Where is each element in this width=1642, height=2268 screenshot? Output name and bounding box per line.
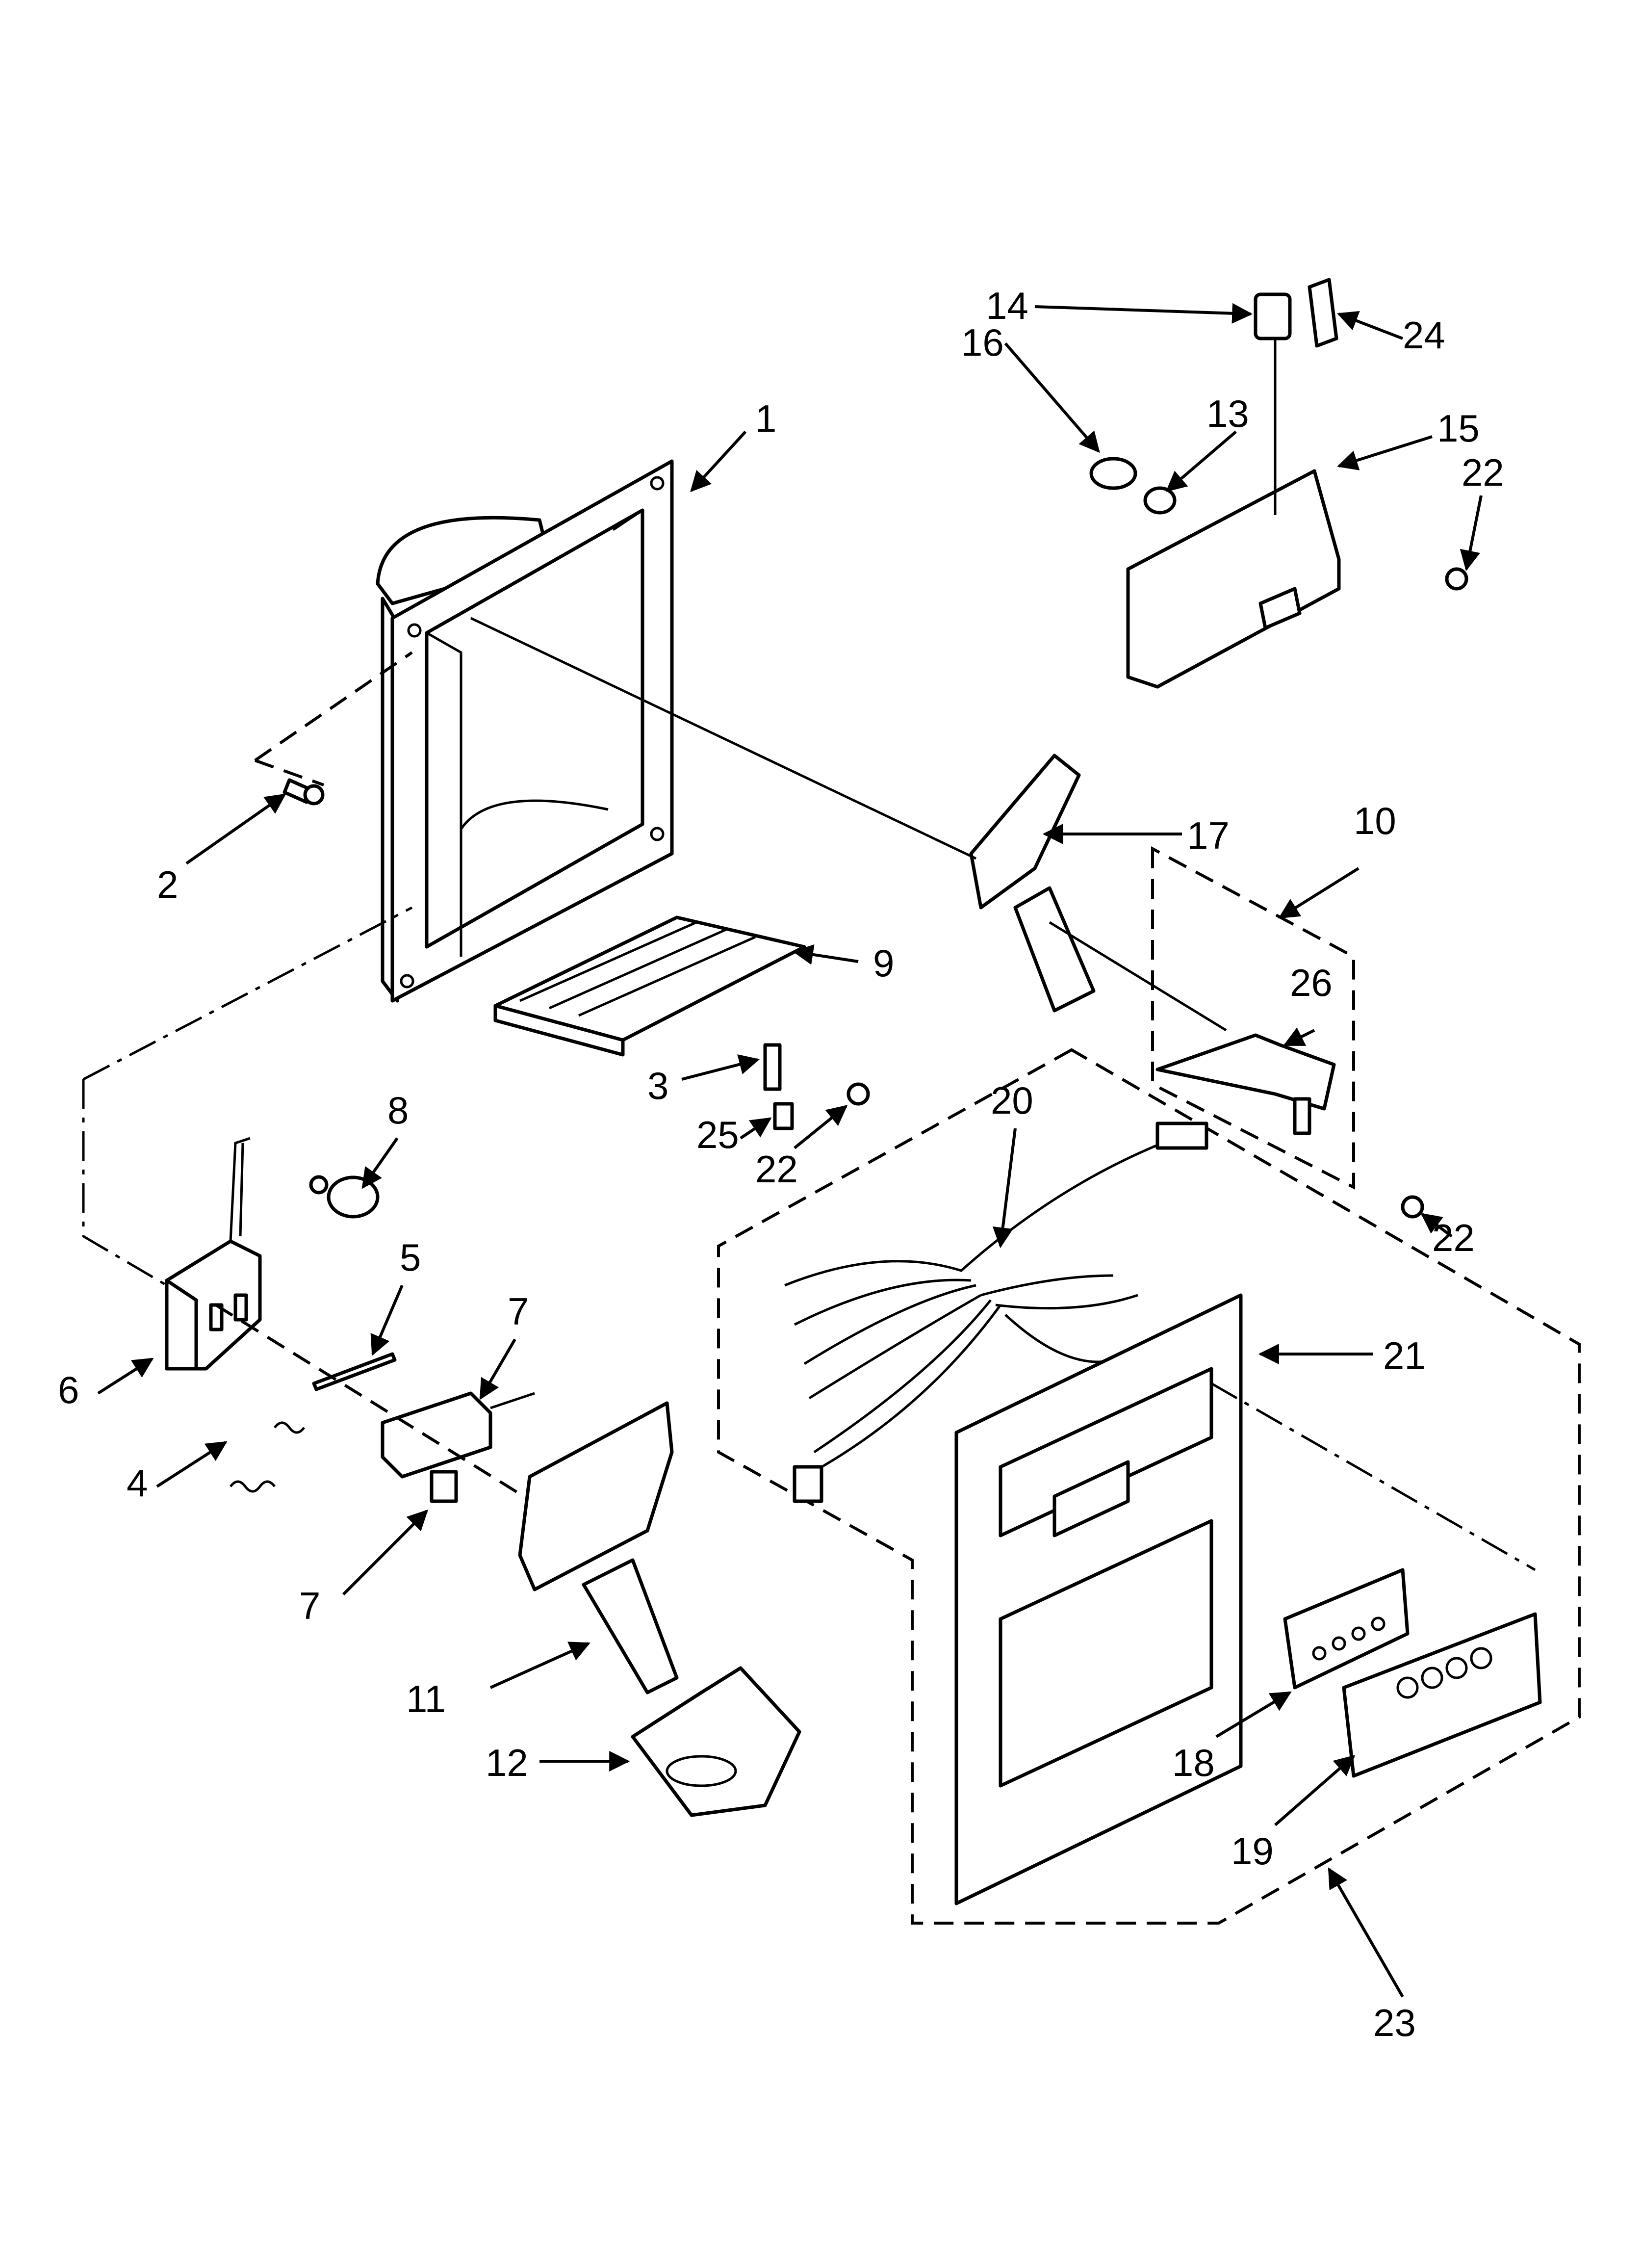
callout-6: 6 xyxy=(58,1368,79,1411)
part-19-overlay-decal xyxy=(1342,1612,1542,1778)
leader-lines xyxy=(97,303,1483,1998)
part-22-screw-a xyxy=(847,1082,870,1106)
callout-22a: 22 xyxy=(1462,451,1504,494)
part-20-wire-harness xyxy=(784,1121,1208,1503)
part-17-actuator xyxy=(969,754,1096,1013)
part-12-ice-chute-cup xyxy=(631,1666,801,1817)
callout-23: 23 xyxy=(1373,2001,1416,2044)
part-4-spring xyxy=(230,1421,305,1493)
callout-8: 8 xyxy=(387,1089,409,1132)
callout-21: 21 xyxy=(1383,1334,1426,1377)
callout-20: 20 xyxy=(991,1079,1033,1122)
part-18-control-board xyxy=(1283,1568,1410,1690)
callout-5: 5 xyxy=(400,1236,421,1279)
callout-25: 25 xyxy=(696,1113,739,1156)
assembly-outline-10 xyxy=(1151,846,1355,1190)
callout-13: 13 xyxy=(1206,392,1249,435)
callout-2: 2 xyxy=(157,863,178,906)
part-21-front-panel xyxy=(954,1293,1243,1905)
callout-17: 17 xyxy=(1187,814,1230,857)
callout-7b: 7 xyxy=(299,1584,320,1627)
part-7-solenoid xyxy=(381,1391,535,1503)
part-11-paddle xyxy=(518,1401,679,1694)
callout-11: 11 xyxy=(406,1677,446,1721)
part-15-bracket xyxy=(1126,324,1341,689)
callout-9: 9 xyxy=(873,941,894,985)
part-5-rod xyxy=(312,1352,397,1391)
callout-19: 19 xyxy=(1231,1829,1274,1873)
callout-labels: 1 2 3 4 5 6 7 7 8 9 10 11 12 13 14 15 16… xyxy=(58,284,1504,2044)
part-13-socket xyxy=(1143,486,1177,515)
callout-22c: 22 xyxy=(1432,1216,1475,1259)
callout-3: 3 xyxy=(647,1064,668,1107)
callout-7a: 7 xyxy=(508,1290,529,1333)
part-9-drip-tray xyxy=(493,915,806,1057)
callout-4: 4 xyxy=(127,1461,148,1505)
callout-14: 14 xyxy=(986,284,1028,327)
part-26-arm xyxy=(1155,1033,1336,1135)
part-16-lamp xyxy=(1089,457,1137,490)
callout-24: 24 xyxy=(1403,313,1445,357)
assembly-outline-23 xyxy=(717,1048,1581,1925)
part-22-screw-c xyxy=(1401,1195,1424,1219)
part-22-screw-b xyxy=(1445,567,1468,591)
part-1-dispenser-housing xyxy=(376,459,674,1003)
part-3-switch xyxy=(763,1043,782,1091)
callout-10: 10 xyxy=(1354,799,1396,842)
callout-26: 26 xyxy=(1290,961,1333,1004)
callout-15: 15 xyxy=(1437,407,1480,450)
part-6-control-box xyxy=(165,1137,262,1371)
callout-16: 16 xyxy=(961,321,1004,364)
part-25-insulator xyxy=(773,1102,794,1130)
part-24-insulator xyxy=(1308,278,1338,348)
part-2-screw xyxy=(282,778,325,806)
callout-12: 12 xyxy=(486,1741,528,1784)
part-14-switch xyxy=(1254,292,1292,340)
callout-1: 1 xyxy=(755,397,776,440)
callout-18: 18 xyxy=(1172,1741,1215,1784)
callout-22b: 22 xyxy=(755,1147,798,1191)
